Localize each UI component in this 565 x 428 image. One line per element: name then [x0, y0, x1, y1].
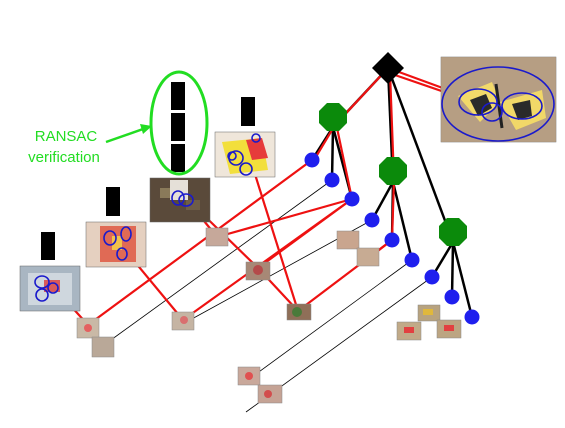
leaf-node-4 [364, 212, 380, 228]
leaf-node-8 [444, 289, 460, 305]
vote-bar-butterfly-1 [171, 82, 185, 110]
vote-bar-butterfly-3 [171, 144, 185, 172]
leaf-node-9 [464, 309, 480, 325]
leaf-node-2 [324, 172, 340, 188]
thumb-7 [336, 230, 360, 250]
tree-nodes [304, 52, 480, 325]
internal-node-1 [319, 103, 347, 131]
faded-header-area [0, 0, 230, 60]
candidate-images [19, 56, 557, 312]
vote-bars [41, 82, 255, 260]
ransac-arrow [105, 124, 152, 144]
leaf-node-7 [424, 269, 440, 285]
thumbnails [76, 227, 462, 404]
thumb-4 [205, 227, 229, 247]
leaf-node-6 [404, 252, 420, 268]
internal-node-3 [439, 218, 467, 246]
root-node [372, 52, 404, 84]
thumb-2 [91, 336, 115, 358]
vote-bar-product-box [241, 97, 255, 126]
callout-label-line1: RANSAC [35, 128, 98, 145]
internal-node-2 [379, 157, 407, 185]
leaf-node-1 [304, 152, 320, 168]
vote-bar-butterfly-2 [171, 113, 185, 141]
callout-label-line2: verification [28, 149, 100, 166]
leaf-node-3 [344, 191, 360, 207]
leaf-node-5 [384, 232, 400, 248]
vote-bar-carton [106, 187, 120, 216]
thumb-8 [356, 247, 380, 267]
vote-bar-bottle [41, 232, 55, 260]
ransac-highlight-ellipse [149, 70, 209, 176]
feature-ellipses [34, 66, 555, 302]
